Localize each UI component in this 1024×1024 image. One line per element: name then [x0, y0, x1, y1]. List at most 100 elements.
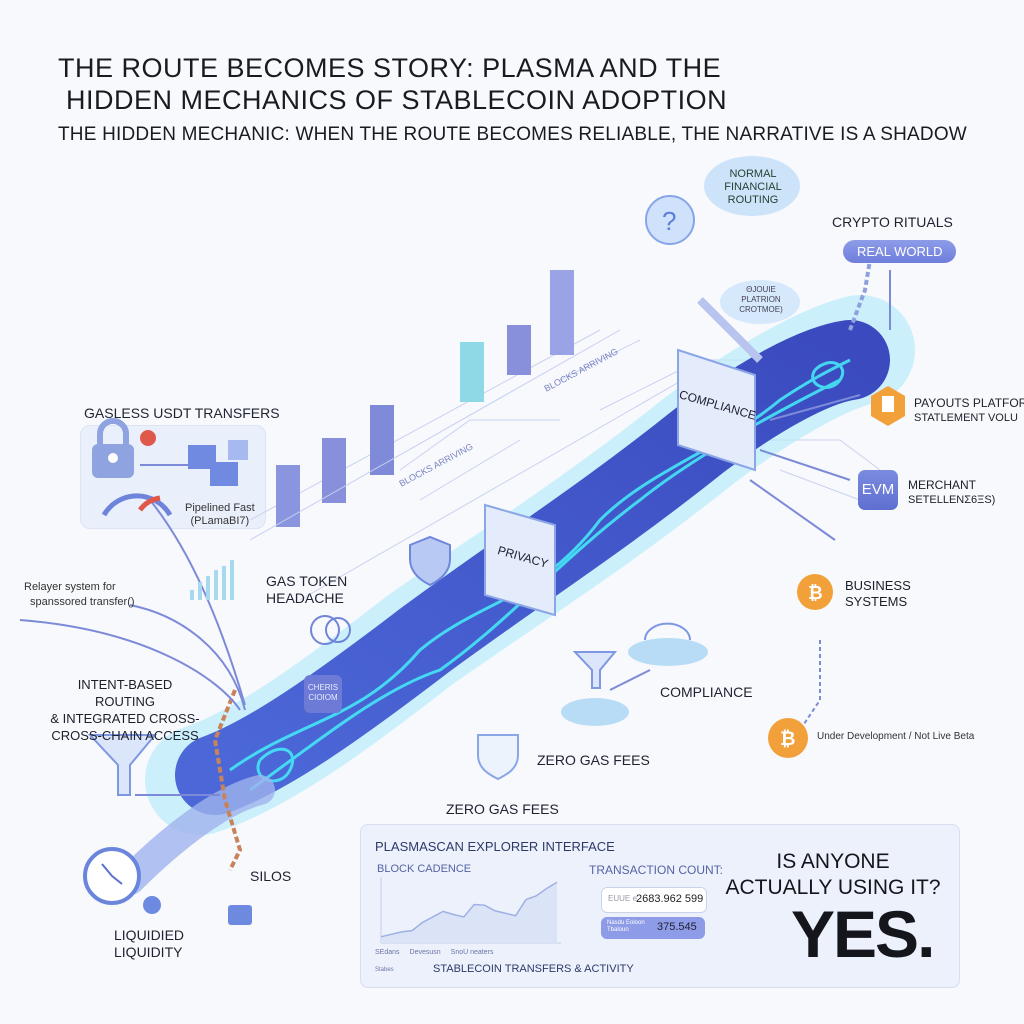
svg-text:₿: ₿ [808, 583, 823, 603]
intent-routing-label: INTENT-BASED ROUTING & INTEGRATED CROSS-… [50, 676, 200, 744]
text: Nasdu Eoloon [607, 920, 645, 926]
thought-cloud [704, 156, 800, 216]
text: ACTUALLY USING IT? [725, 876, 941, 899]
zero-gas-fees-label-2: ZERO GAS FEES [446, 801, 559, 817]
block-cadence-chart [380, 877, 561, 944]
block-stacks [249, 270, 621, 541]
text: MERCHANT [908, 478, 976, 492]
funnel-icon-2 [572, 651, 618, 689]
compliance-gate [677, 348, 756, 472]
pipelined-label: Pipelined Fast (PLamaBI7) [185, 502, 255, 528]
under-development-label: Under Development / Not Live Beta [817, 731, 975, 742]
cubes-icon [188, 440, 248, 486]
block-cadence-label: BLOCK CADENCE [377, 863, 472, 875]
explorer-legend: SEdans Devesusn SnoU neaters [375, 949, 493, 956]
text: HEADACHE [266, 590, 344, 606]
head-question-icon [645, 195, 695, 245]
legend-item: Stabes [375, 967, 394, 973]
silos-label: SILOS [250, 868, 292, 884]
text: LIQUIDITY [114, 944, 183, 960]
speedometer-icon [101, 493, 173, 517]
text: LIQUIDIED [114, 927, 185, 943]
transaction-count-label: TRANSACTION COUNT: [589, 863, 724, 877]
gas-token-headache-label: GAS TOKEN HEADACHE [266, 573, 347, 607]
text: Tbaloun [607, 927, 629, 933]
legend-item: SEdans [375, 949, 400, 956]
legend-item: Devesusn [409, 949, 441, 956]
text: FINANCIAL [724, 181, 782, 193]
text: & INTEGRATED CROSS- [50, 711, 200, 726]
business-systems-label: BUSINESS SYSTEMS [845, 578, 911, 610]
chat-badge: CHERIS CIOIOM [304, 675, 342, 713]
text: IS ANYONE [776, 850, 890, 873]
usage-answer: YES. [791, 897, 935, 971]
puzzle-icon [228, 905, 252, 925]
usage-question: IS ANYONE ACTUALLY USING IT? [717, 849, 949, 901]
text: GAS TOKEN [266, 573, 348, 589]
gasless-transfers-label: GASLESS USDT TRANSFERS [84, 405, 280, 421]
page-title: THE ROUTE BECOMES STORY: PLASMA AND THE … [58, 52, 727, 116]
payouts-platform-label: PAYOUTS PLATFOR STATLEMENT VOLU [914, 396, 1024, 426]
liquidity-stream [115, 775, 275, 895]
text: Relayer system for [24, 581, 116, 593]
chart-line [380, 881, 558, 938]
funnel-icon [87, 734, 158, 796]
zero-gas-fees-label: ZERO GAS FEES [537, 752, 650, 768]
text: SYSTEMS [845, 594, 908, 609]
tx-volume-value: 375.545 [657, 921, 697, 933]
title-line-2: HIDDEN MECHANICS OF STABLECOIN ADOPTION [66, 85, 728, 115]
relayer-label: Relayer system for spanssored transfer() [24, 580, 135, 610]
pool-island [561, 698, 629, 726]
lock-icon [92, 418, 134, 478]
text: BUSINESS [845, 578, 911, 593]
text: ΘJΟUIE [746, 285, 776, 294]
text: SETELLENΣ6ΞS) [908, 494, 996, 506]
compliance-label: COMPLIANCE [660, 684, 753, 700]
check-icon [140, 430, 156, 446]
gas-shield-icon [477, 734, 519, 781]
svg-text:?: ? [662, 206, 676, 236]
normal-routing-label: NORMAL FINANCIAL ROUTING [718, 168, 788, 207]
title-line-1: THE ROUTE BECOMES STORY: PLASMA AND THE [58, 53, 722, 83]
shield-icon [409, 535, 451, 587]
circuit-lines [249, 329, 881, 601]
real-world-pill: REAL WORLD [843, 240, 957, 263]
text: CHERIS [307, 683, 339, 692]
text: (PLamaBI7) [190, 515, 250, 527]
text: CROTMΟE) [739, 305, 783, 314]
tx-count-value: 2683.962 599 [636, 893, 704, 905]
bridge-island [628, 638, 708, 666]
explorer-footer: STABLECOIN TRANSFERS & ACTIVITY [433, 963, 634, 975]
merchant-settlement-label: MERCHANT SETELLENΣ6ΞS) [908, 478, 995, 508]
tx-volume-label: Nasdu Eoloon Tbaloun [607, 920, 645, 934]
text: PAYOUTS PLATFOR [914, 396, 1024, 410]
signal-bars-icon [190, 560, 234, 600]
explorer-title: PLASMASCAN EXPLORER INTERFACE [375, 839, 615, 854]
platform-cloud-label: ΘJΟUIE PLATRION CROTMΟE) [733, 285, 789, 315]
text: STATLEMENT VOLU [914, 412, 1018, 424]
chart-area [381, 882, 557, 943]
text: CIOIOM [308, 693, 338, 702]
tx-box-label: EUUE e [608, 894, 637, 903]
legend-item: SnoU neaters [450, 949, 494, 956]
page-subtitle: THE HIDDEN MECHANIC: WHEN THE ROUTE BECO… [58, 124, 967, 145]
plasmascan-explorer-panel: PLASMASCAN EXPLORER INTERFACE BLOCK CADE… [360, 824, 960, 988]
small-cloud [720, 280, 800, 324]
liquidity-label: LIQUIDIED LIQUIDITY [114, 927, 184, 961]
evm-badge: EVM [858, 470, 898, 510]
text: CROSS-CHAIN ACCESS [51, 728, 199, 743]
connector-arrows [19, 270, 891, 796]
bitcoin-icon-2 [768, 718, 808, 758]
tangle-icon [310, 615, 340, 645]
text: PLATRION [741, 295, 781, 304]
chain-icon [212, 259, 872, 871]
privacy-gate [484, 503, 556, 617]
transaction-count-box: EUUE e 2683.962 599 [601, 887, 707, 913]
svg-text:₿: ₿ [780, 729, 795, 750]
text: INTENT-BASED ROUTING [77, 677, 173, 709]
bitcoin-icon [797, 574, 833, 610]
text: ROUTING [727, 194, 779, 206]
text: spanssored transfer() [30, 596, 135, 608]
text: NORMAL [729, 168, 777, 180]
